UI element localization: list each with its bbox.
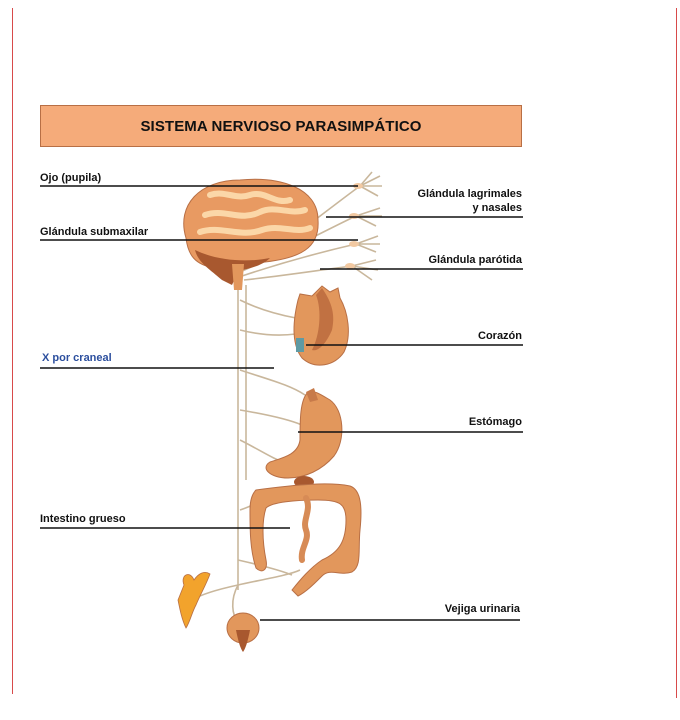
stomach [266, 388, 342, 488]
nerve-heart-1 [240, 300, 296, 318]
parotid-branches [352, 260, 378, 280]
label-lagrimales-line2: y nasales [472, 202, 522, 215]
nerve-pelvic-2 [238, 570, 300, 585]
label-lagrimales-line1: Glándula lagrimales [417, 188, 522, 201]
label-vejiga: Vejiga urinaria [445, 603, 520, 616]
label-intestino: Intestino grueso [40, 513, 126, 526]
heart [294, 286, 348, 365]
nerve-stomach-2 [240, 410, 302, 425]
nerve-stomach-1 [240, 370, 305, 395]
label-corazon: Corazón [478, 330, 522, 343]
eye-branches [360, 172, 382, 196]
label-submaxilar: Glándula submaxilar [40, 226, 148, 239]
sacrum-nerve-plexus [178, 572, 210, 628]
label-craneal: X por craneal [42, 352, 112, 365]
label-ojo: Ojo (pupila) [40, 172, 101, 185]
label-estomago: Estómago [469, 416, 522, 429]
submaxillary-branches [356, 236, 380, 252]
nerve-heart-2 [240, 330, 296, 335]
bladder [227, 613, 259, 652]
label-parotida: Glándula parótida [428, 254, 522, 267]
nerve-parotid [244, 266, 352, 280]
